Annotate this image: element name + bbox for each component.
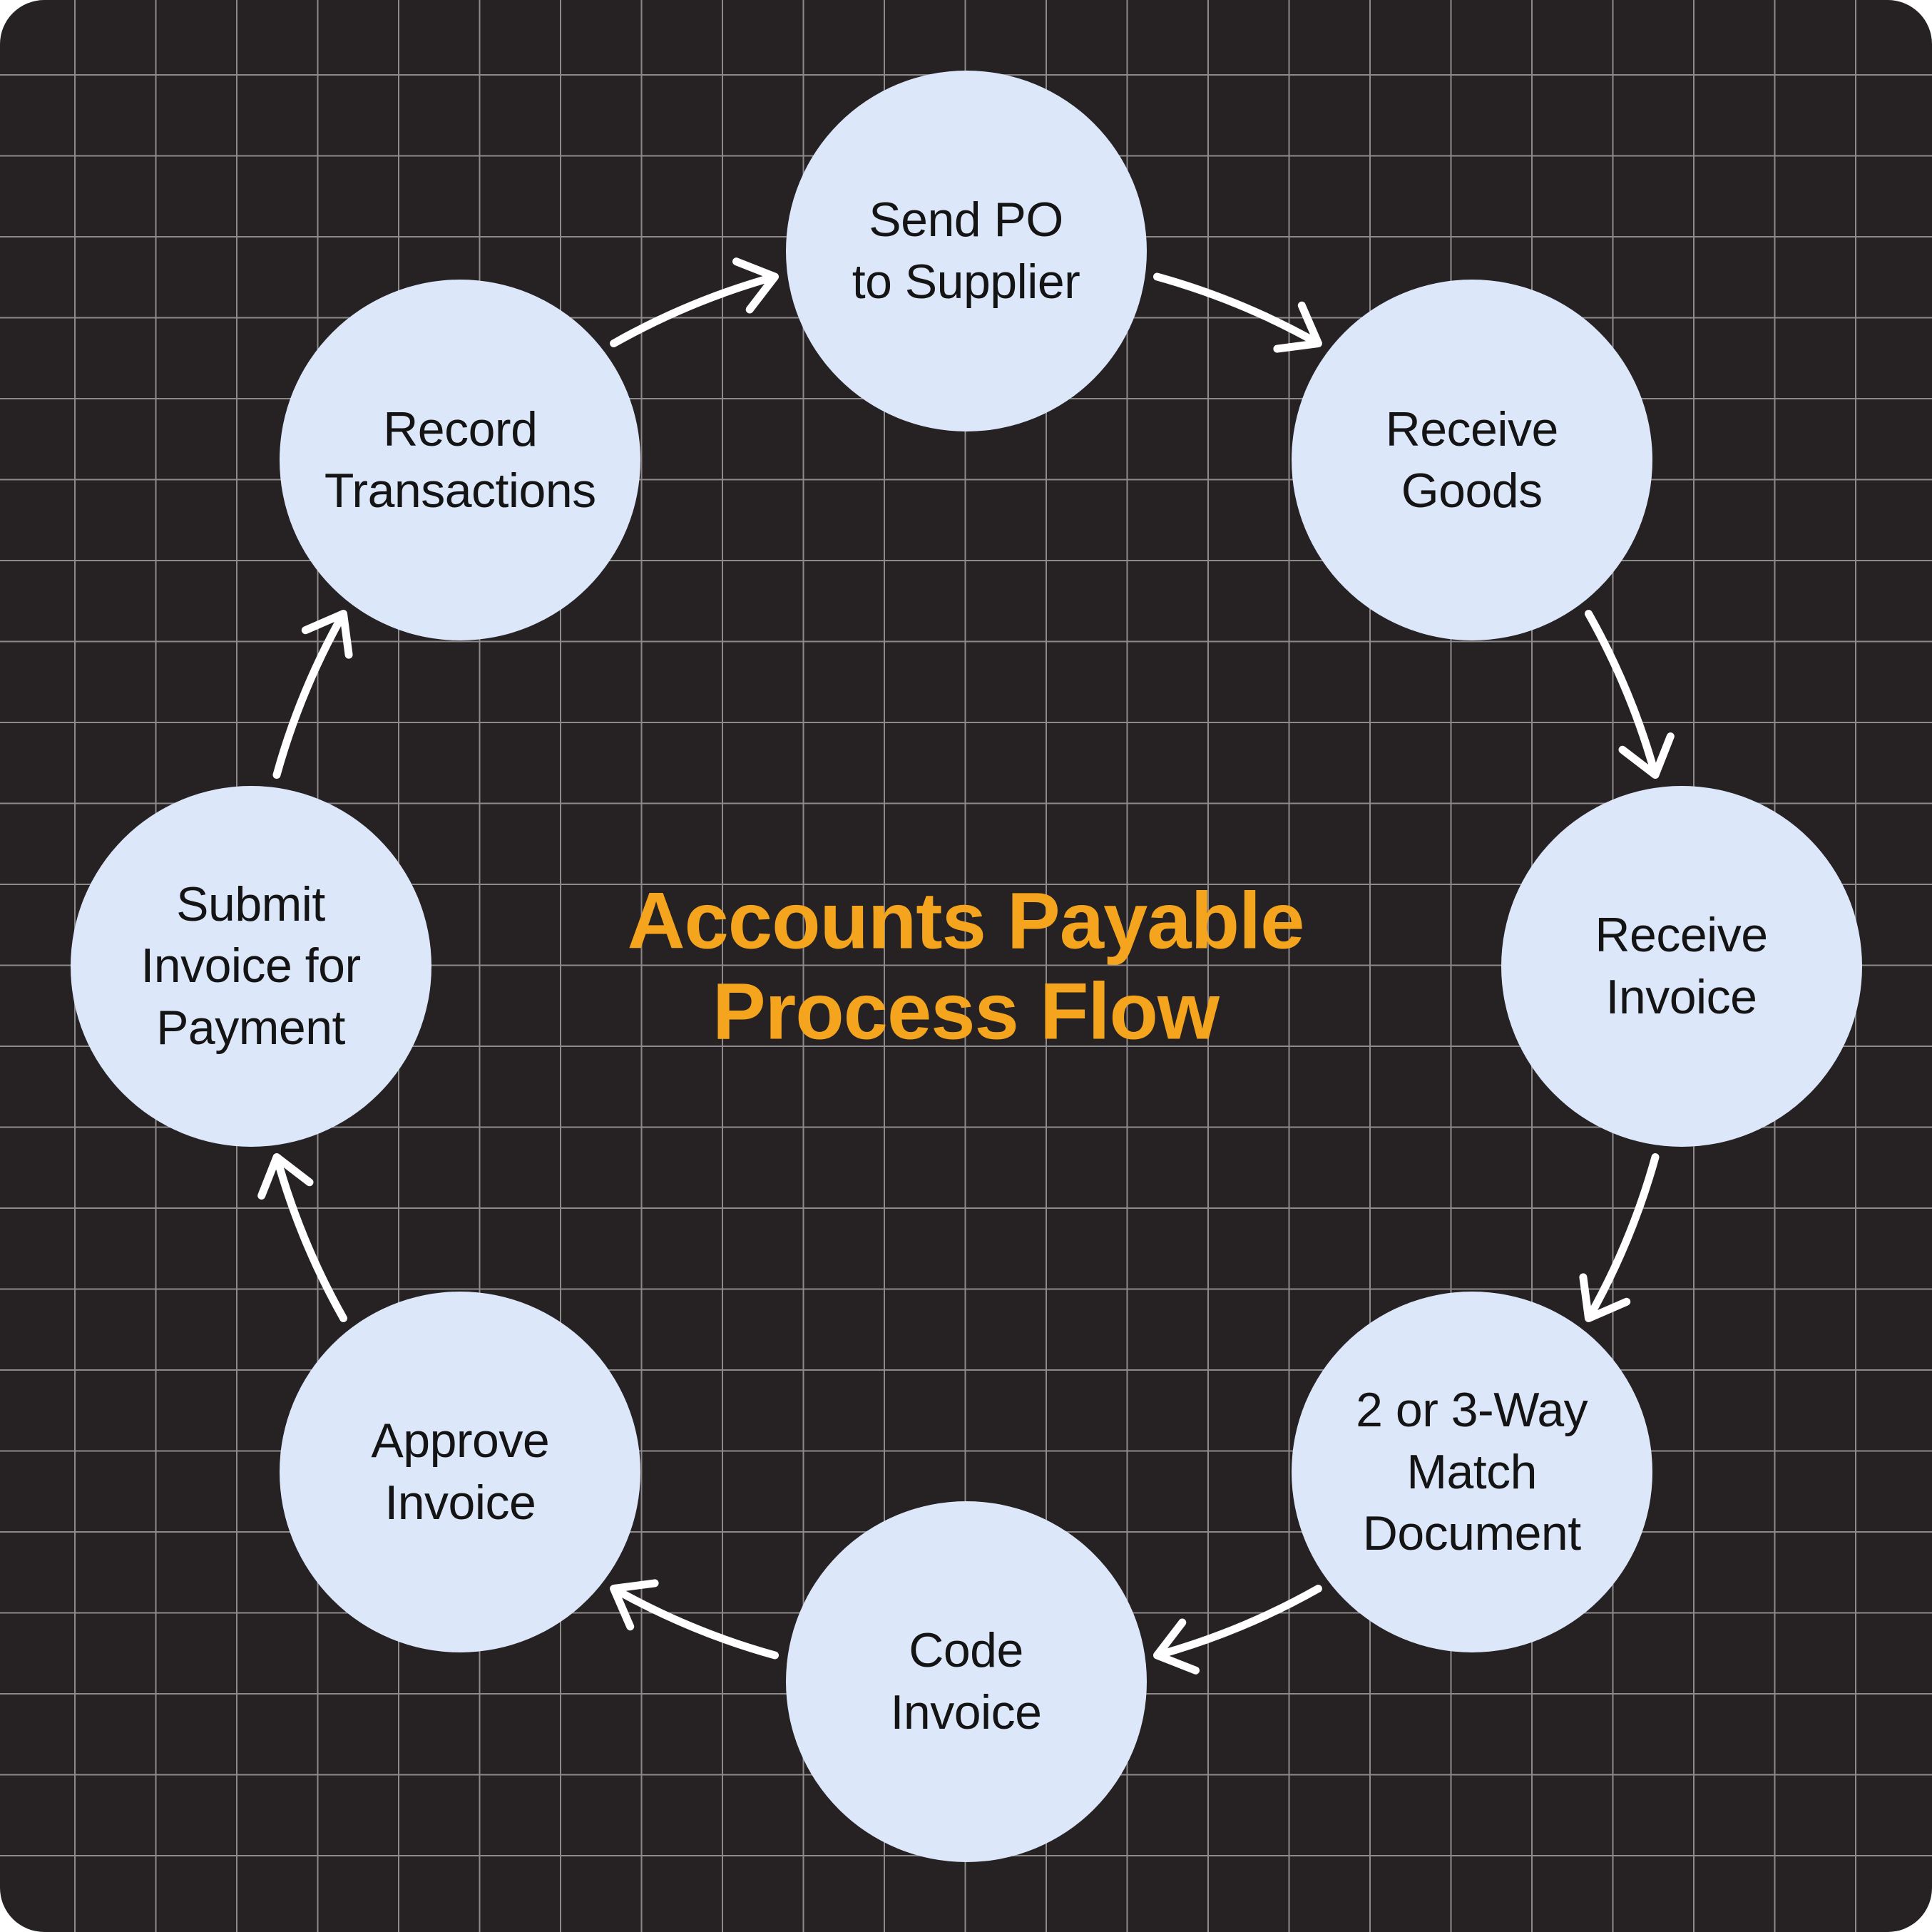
step-node-match-document: 2 or 3-Way Match Document — [1291, 1291, 1652, 1652]
step-label-line: Invoice — [890, 1685, 1042, 1739]
arrow-receive-goods-to-receive-invoice — [1585, 610, 1675, 779]
arrow-receive-invoice-to-match-document — [1579, 1153, 1660, 1322]
step-node-receive-goods: Receive Goods — [1291, 280, 1652, 641]
step-label-line: Invoice for — [140, 939, 361, 993]
step-node-approve-invoice: Approve Invoice — [280, 1291, 641, 1652]
step-label-line: Payment — [156, 1000, 345, 1055]
step-label-line: Send PO — [869, 193, 1063, 247]
step-label: Send PO to Supplier — [852, 189, 1080, 312]
step-label: Receive Invoice — [1595, 904, 1768, 1028]
step-node-code-invoice: Code Invoice — [785, 1501, 1147, 1862]
step-label-line: Goods — [1401, 464, 1543, 518]
step-label-line: Receive — [1385, 402, 1559, 456]
step-label: 2 or 3-Way Match Document — [1356, 1379, 1588, 1564]
arrow-record-transactions-to-send-po-to-supplier — [610, 257, 779, 347]
step-label: Submit Invoice for Payment — [140, 874, 361, 1058]
step-label: Code Invoice — [891, 1620, 1042, 1743]
step-label-line: Invoice — [384, 1475, 536, 1530]
step-label: Approve Invoice — [371, 1410, 549, 1533]
step-label-line: to Supplier — [852, 254, 1080, 309]
step-label-line: Document — [1362, 1506, 1581, 1560]
step-label-line: Record — [383, 402, 538, 456]
step-node-receive-invoice: Receive Invoice — [1501, 785, 1862, 1147]
step-node-submit-invoice-for-payment: Submit Invoice for Payment — [70, 785, 431, 1147]
title-line-1: Accounts Payable — [627, 876, 1305, 966]
step-node-send-po-to-supplier: Send PO to Supplier — [785, 70, 1147, 431]
step-label-line: Invoice — [1605, 969, 1757, 1024]
step-label-line: Code — [909, 1623, 1023, 1678]
arrow-approve-invoice-to-submit-invoice-for-payment — [257, 1153, 347, 1322]
step-label: Receive Goods — [1385, 399, 1559, 522]
step-label-line: 2 or 3-Way — [1356, 1383, 1588, 1438]
arrow-code-invoice-to-approve-invoice — [610, 1579, 779, 1660]
step-label-line: Receive — [1595, 908, 1768, 963]
arrow-submit-invoice-for-payment-to-record-transactions — [272, 610, 353, 779]
step-label-line: Match — [1406, 1444, 1538, 1499]
step-label-line: Approve — [371, 1414, 550, 1468]
step-node-record-transactions: Record Transactions — [280, 280, 641, 641]
step-label-line: Submit — [176, 876, 325, 931]
arrow-match-document-to-code-invoice — [1153, 1585, 1322, 1675]
title-line-2: Process Flow — [712, 966, 1220, 1056]
step-label: Record Transactions — [324, 399, 596, 522]
arrow-send-po-to-supplier-to-receive-goods — [1153, 272, 1322, 353]
step-label-line: Transactions — [324, 464, 596, 518]
diagram-title: Accounts Payable Process Flow — [627, 876, 1305, 1056]
